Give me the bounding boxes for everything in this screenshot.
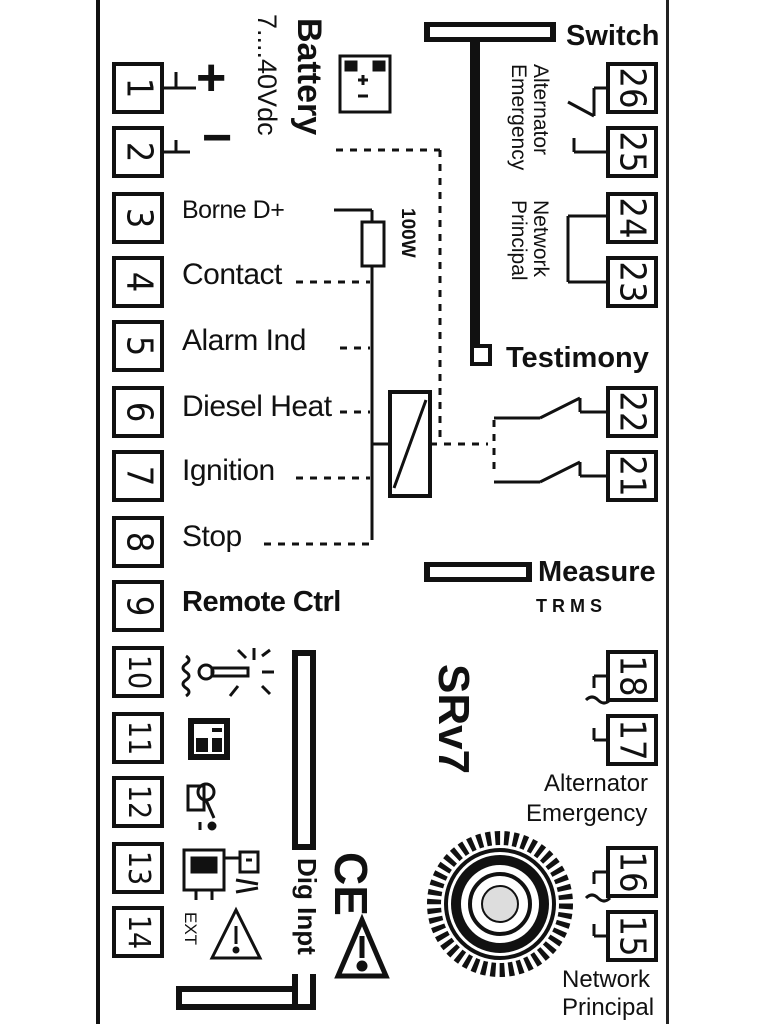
measure-title: Measure	[538, 556, 656, 588]
label-alarm-ind: Alarm Ind	[182, 324, 306, 357]
terminal-2[interactable]: 2	[112, 126, 164, 178]
measure-net-label-2: Principal	[562, 994, 655, 1021]
label-borne-d-plus: Borne D+	[182, 196, 285, 224]
terminal-24[interactable]: 24	[606, 192, 658, 244]
label-ignition: Ignition	[182, 454, 275, 487]
terminal-1[interactable]: 1	[112, 62, 164, 114]
terminal-3[interactable]: 3	[112, 192, 164, 244]
terminal-23[interactable]: 23	[606, 256, 658, 308]
external-warning-icon	[209, 906, 263, 960]
resistor-symbol	[360, 220, 386, 268]
terminal-17[interactable]: 17	[606, 714, 658, 766]
testimony-title: Testimony	[506, 342, 649, 374]
adjustment-knob	[427, 831, 573, 977]
temperature-icon	[181, 648, 274, 698]
label-contact: Contact	[182, 258, 282, 291]
left-edge	[96, 0, 100, 1024]
terminal-15[interactable]: 15	[606, 910, 658, 962]
warning-icon	[334, 913, 390, 979]
terminal-5[interactable]: 5	[112, 320, 164, 372]
switch-bar	[424, 22, 556, 366]
label-remote-ctrl: Remote Ctrl	[182, 586, 341, 618]
terminal-8[interactable]: 8	[112, 516, 164, 568]
oil-pressure-icon	[186, 782, 217, 831]
terminal-25[interactable]: 25	[606, 126, 658, 178]
measure-net-label-1: Network	[562, 966, 651, 993]
terminal-4[interactable]: 4	[112, 256, 164, 308]
terminal-6[interactable]: 6	[112, 386, 164, 438]
measure-trms: TRMS	[536, 596, 607, 616]
battery-icon	[338, 54, 392, 114]
terminal-9[interactable]: 9	[112, 580, 164, 632]
label-stop: Stop	[182, 520, 242, 553]
right-edge	[666, 0, 669, 1024]
terminal-18[interactable]: 18	[606, 650, 658, 702]
terminal-14[interactable]: 14	[112, 906, 164, 958]
battery-minus-sign: −	[202, 109, 233, 167]
switch-title: Switch	[566, 20, 660, 52]
terminal-11[interactable]: 11	[112, 712, 164, 764]
measure-alt-label-1: Alternator	[544, 770, 649, 797]
label-diesel-heat: Diesel Heat	[182, 390, 332, 423]
battery-plus-sign: +	[196, 49, 227, 107]
terminal-10[interactable]: 10	[112, 646, 164, 698]
dig-input-bar	[176, 650, 316, 1010]
measure-bar	[424, 562, 532, 582]
fuel-level-icon	[188, 718, 230, 760]
terminal-26[interactable]: 26	[606, 62, 658, 114]
terminal-7[interactable]: 7	[112, 450, 164, 502]
terminal-22[interactable]: 22	[606, 386, 658, 438]
fuel-pump-icon	[182, 848, 260, 900]
terminal-12[interactable]: 12	[112, 776, 164, 828]
terminal-21[interactable]: 21	[606, 450, 658, 502]
terminal-16[interactable]: 16	[606, 846, 658, 898]
measure-alt-label-2: Emergency	[526, 800, 648, 827]
terminal-13[interactable]: 13	[112, 842, 164, 894]
